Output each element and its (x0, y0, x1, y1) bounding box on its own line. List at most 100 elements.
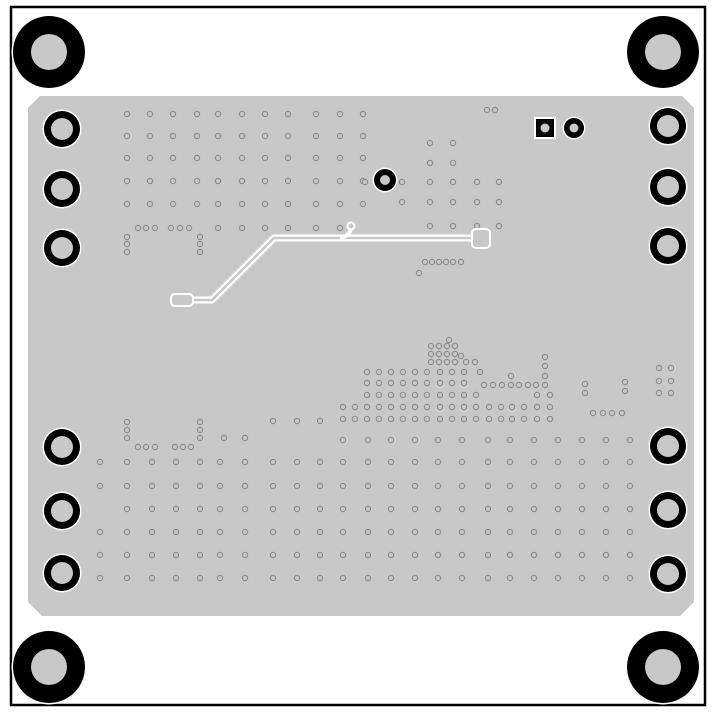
via-icon (484, 458, 492, 466)
via-icon (216, 574, 224, 582)
via-icon (238, 132, 246, 140)
via-icon (436, 403, 444, 411)
via-icon (460, 415, 468, 423)
via-icon (448, 391, 456, 399)
via-icon (448, 415, 456, 423)
via-icon (484, 528, 492, 536)
via-icon (336, 177, 344, 185)
via-icon (667, 389, 675, 397)
via-icon (483, 106, 491, 114)
via-icon (123, 482, 131, 490)
via-icon (336, 224, 344, 232)
via-icon (96, 458, 104, 466)
via-icon (387, 368, 395, 376)
via-icon (123, 528, 131, 536)
via-icon (427, 342, 435, 350)
via-icon (284, 177, 292, 185)
via-icon (216, 482, 224, 490)
via-icon (123, 418, 131, 426)
trace-pad (471, 228, 491, 249)
via-icon (411, 505, 419, 513)
via-icon (476, 368, 484, 376)
via-icon (426, 198, 434, 206)
via-icon (146, 177, 154, 185)
via-icon (123, 458, 131, 466)
via-icon (448, 379, 456, 387)
via-icon (399, 415, 407, 423)
via-icon (602, 458, 610, 466)
via-icon (428, 258, 436, 266)
via-icon (312, 224, 320, 232)
via-icon (554, 574, 562, 582)
via-icon (336, 200, 344, 208)
via-icon (176, 224, 184, 232)
via-icon (602, 528, 610, 536)
via-icon (336, 132, 344, 140)
via-icon (359, 110, 367, 118)
via-icon (261, 132, 269, 140)
via-icon (123, 233, 131, 241)
via-icon (578, 482, 586, 490)
via-icon (284, 224, 292, 232)
via-icon (460, 379, 468, 387)
via-icon (196, 426, 204, 434)
via-icon (399, 379, 407, 387)
via-icon (146, 200, 154, 208)
via-icon (261, 200, 269, 208)
via-icon (364, 458, 372, 466)
via-icon (359, 200, 367, 208)
via-icon (436, 415, 444, 423)
via-icon (508, 403, 516, 411)
via-icon (472, 403, 480, 411)
via-icon (520, 403, 528, 411)
via-icon (316, 417, 324, 425)
via-icon (602, 574, 610, 582)
via-icon (608, 409, 616, 417)
via-icon (399, 391, 407, 399)
via-icon (363, 368, 371, 376)
via-icon (578, 551, 586, 559)
via-icon (351, 415, 359, 423)
via-icon (359, 132, 367, 140)
via-icon (171, 443, 179, 451)
via-icon (312, 177, 320, 185)
via-icon (449, 198, 457, 206)
via-icon (427, 350, 435, 358)
via-icon (134, 224, 142, 232)
via-icon (434, 436, 442, 444)
via-icon (485, 415, 493, 423)
via-icon (436, 368, 444, 376)
via-icon (185, 224, 193, 232)
via-icon (460, 368, 468, 376)
via-icon (554, 482, 562, 490)
via-icon (506, 482, 514, 490)
via-icon (387, 379, 395, 387)
via-icon (312, 110, 320, 118)
via-icon (435, 358, 443, 366)
via-icon (336, 110, 344, 118)
via-icon (241, 505, 249, 513)
via-icon (578, 505, 586, 513)
connector-pad-icon-drill (657, 435, 679, 457)
via-icon (151, 224, 159, 232)
via-icon (364, 574, 372, 582)
via-icon (460, 403, 468, 411)
via-icon (458, 551, 466, 559)
via-icon (146, 154, 154, 162)
via-icon (123, 574, 131, 582)
mounting-hole-icon-drill (645, 649, 681, 685)
via-icon (214, 154, 222, 162)
via-icon (214, 110, 222, 118)
via-icon (533, 403, 541, 411)
via-icon (363, 403, 371, 411)
via-icon (169, 200, 177, 208)
via-icon (238, 200, 246, 208)
via-icon (578, 436, 586, 444)
via-icon (411, 528, 419, 536)
via-icon (316, 505, 324, 513)
mounting-hole-icon-drill (645, 34, 681, 70)
via-icon (269, 574, 277, 582)
via-icon (179, 443, 187, 451)
connector-pad-icon-drill (657, 115, 679, 137)
connector-pad-icon-drill (51, 500, 73, 522)
